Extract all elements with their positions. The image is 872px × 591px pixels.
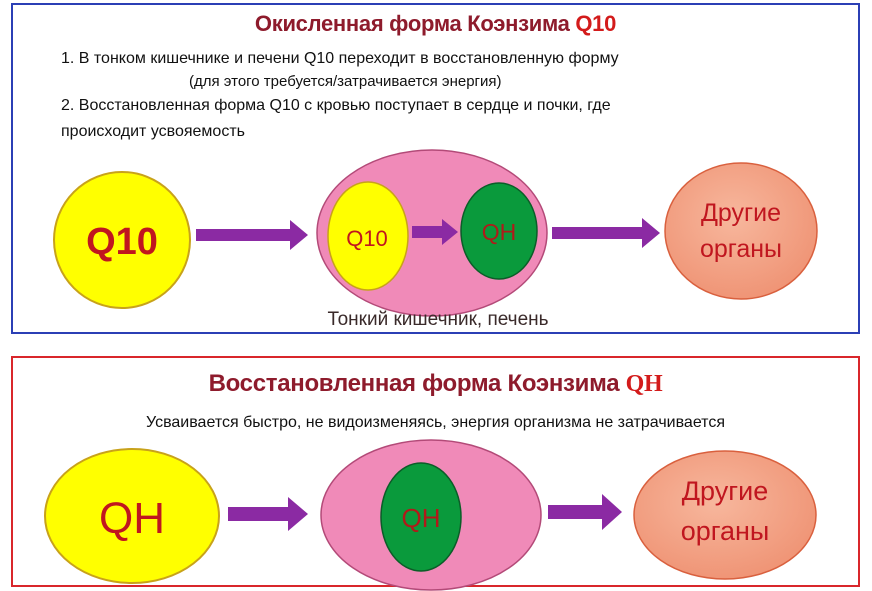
oxidized-form-panel: Окисленная форма Коэнзима Q10 1. В тонко… <box>11 3 860 334</box>
title-accent: Q10 <box>575 11 617 36</box>
qh-inner-label: QH <box>402 503 441 533</box>
qh-inner-label: QH <box>482 219 517 245</box>
q10-source-label: Q10 <box>86 221 158 263</box>
arrow-right-icon <box>552 218 660 248</box>
other-organs-label-line1: Другие <box>701 199 781 227</box>
title-accent: QH <box>625 371 663 397</box>
q10-inner-circle <box>327 181 409 291</box>
q10-inner-label: Q10 <box>346 226 388 251</box>
arrow-right-icon <box>228 497 308 531</box>
arrow-right-icon <box>412 219 458 245</box>
other-organs-circle <box>664 162 818 300</box>
step-2-continued: происходит усвояемость <box>61 123 245 140</box>
arrow-right-icon <box>548 494 622 530</box>
other-organs-label-line2: органы <box>700 235 782 263</box>
q10-source-circle <box>53 171 191 309</box>
qh-inner-circle <box>380 462 462 572</box>
reduced-form-title: Восстановленная форма Коэнзима QH <box>13 370 858 398</box>
bottom-flow: QH QH Другие органы <box>44 439 817 591</box>
title-prefix: Восстановленная форма Коэнзима <box>208 370 626 397</box>
qh-source-label: QH <box>99 494 165 543</box>
reduced-form-subtitle: Усваивается быстро, не видоизменяясь, эн… <box>145 414 725 431</box>
step-2-text: 2. Восстановленная форма Q10 с кровью по… <box>61 97 611 114</box>
qh-source-circle <box>44 448 220 584</box>
arrow-right-icon <box>196 220 308 250</box>
oxidized-form-title: Окисленная форма Коэнзима Q10 <box>13 11 858 37</box>
top-flow: Q10 Q10 QH Другие органы Тонкий кишечник… <box>53 149 818 330</box>
step-1-note: (для этого требуется/затрачивается энерг… <box>189 73 502 90</box>
other-organs-label-line1: Другие <box>682 476 768 506</box>
qh-inner-circle <box>460 182 538 280</box>
other-organs-circle <box>633 450 817 580</box>
other-organs-label-line2: органы <box>681 516 770 546</box>
organ-caption: Тонкий кишечник, печень <box>327 309 548 330</box>
step-1-text: 1. В тонком кишечнике и печени Q10 перех… <box>61 50 619 67</box>
title-prefix: Окисленная форма Коэнзима <box>254 11 576 36</box>
